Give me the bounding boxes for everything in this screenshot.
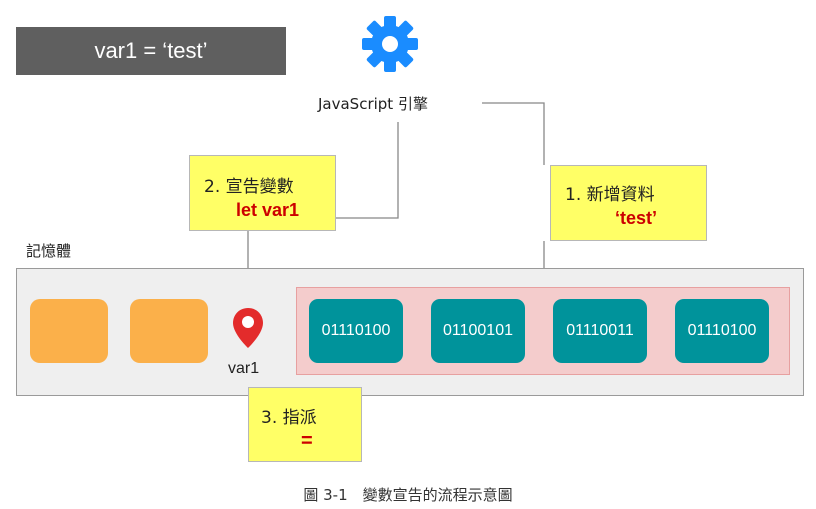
memory-label: 記憶體 bbox=[26, 242, 72, 260]
location-pin-icon bbox=[233, 308, 263, 348]
byte-cell: 01110011 bbox=[553, 299, 647, 363]
memory-slot bbox=[130, 299, 208, 363]
step-declare-code: let var1 bbox=[236, 200, 300, 220]
byte-cell: 01110100 bbox=[309, 299, 403, 363]
step-assign-text: 3. 指派 bbox=[261, 408, 317, 428]
step-add-data-text: 1. 新增資料 bbox=[565, 185, 655, 205]
memory-slot bbox=[30, 299, 108, 363]
step-assign-note: 3. 指派 = bbox=[248, 387, 362, 462]
byte-cell: 01110100 bbox=[675, 299, 769, 363]
step-add-data-code: ‘test’ bbox=[615, 208, 658, 228]
step-declare-text: 2. 宣告變數 bbox=[204, 177, 294, 197]
figure-caption: 圖 3-1 變數宣告的流程示意圖 bbox=[303, 486, 513, 504]
step-add-data-note: 1. 新增資料 ‘test’ bbox=[550, 165, 707, 241]
byte-cell: 01100101 bbox=[431, 299, 525, 363]
variable-label: var1 bbox=[228, 360, 260, 377]
gear-icon bbox=[362, 16, 418, 72]
step-declare-note: 2. 宣告變數 let var1 bbox=[189, 155, 336, 231]
code-banner: var1 = ‘test’ bbox=[16, 27, 286, 75]
step-assign-code: = bbox=[301, 430, 313, 452]
engine-label: JavaScript 引擎 bbox=[318, 95, 428, 113]
